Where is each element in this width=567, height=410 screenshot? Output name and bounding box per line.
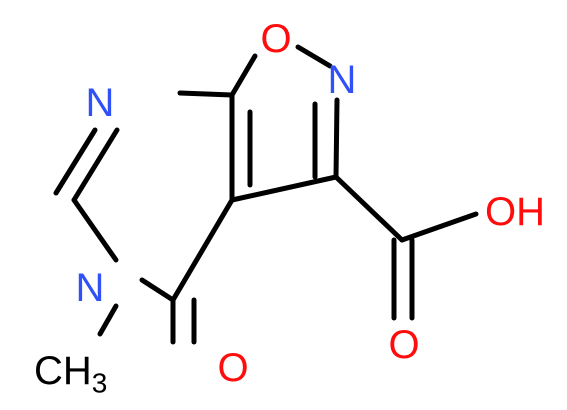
atom-labels: O N N N CH3 O OH O xyxy=(34,17,545,399)
bond-n5-ch3 xyxy=(97,303,119,337)
atom-o-ketone: O xyxy=(217,346,248,390)
atom-o-carbonyl: O xyxy=(388,323,419,367)
atom-n-isoxazole: N xyxy=(328,58,357,102)
atom-oh: OH xyxy=(485,190,545,234)
atom-n-methyl: N xyxy=(76,266,105,310)
atom-ch3: CH3 xyxy=(34,349,107,399)
bond-c7a-o xyxy=(229,53,258,98)
atom-ch3-subscript: 3 xyxy=(92,368,108,399)
bond-n7-c6 xyxy=(71,127,120,203)
atom-o-ring: O xyxy=(260,17,291,61)
bond-n7-c6-inner xyxy=(53,127,98,196)
atom-n-pyrimidine-top: N xyxy=(86,81,115,125)
bonds xyxy=(53,44,479,345)
bond-c7a-n7 xyxy=(177,90,235,98)
atom-ch3-main: CH xyxy=(34,349,92,393)
bond-c3-cacid xyxy=(333,174,405,243)
bond-n-c3 xyxy=(333,97,340,180)
bond-o-n xyxy=(295,44,333,69)
bond-c6-n5 xyxy=(71,197,119,263)
bond-c4-c3a xyxy=(170,197,235,303)
bond-cacid-oh xyxy=(399,211,479,243)
bond-n5-c4 xyxy=(139,277,176,303)
bond-c3-c3a xyxy=(229,174,339,203)
